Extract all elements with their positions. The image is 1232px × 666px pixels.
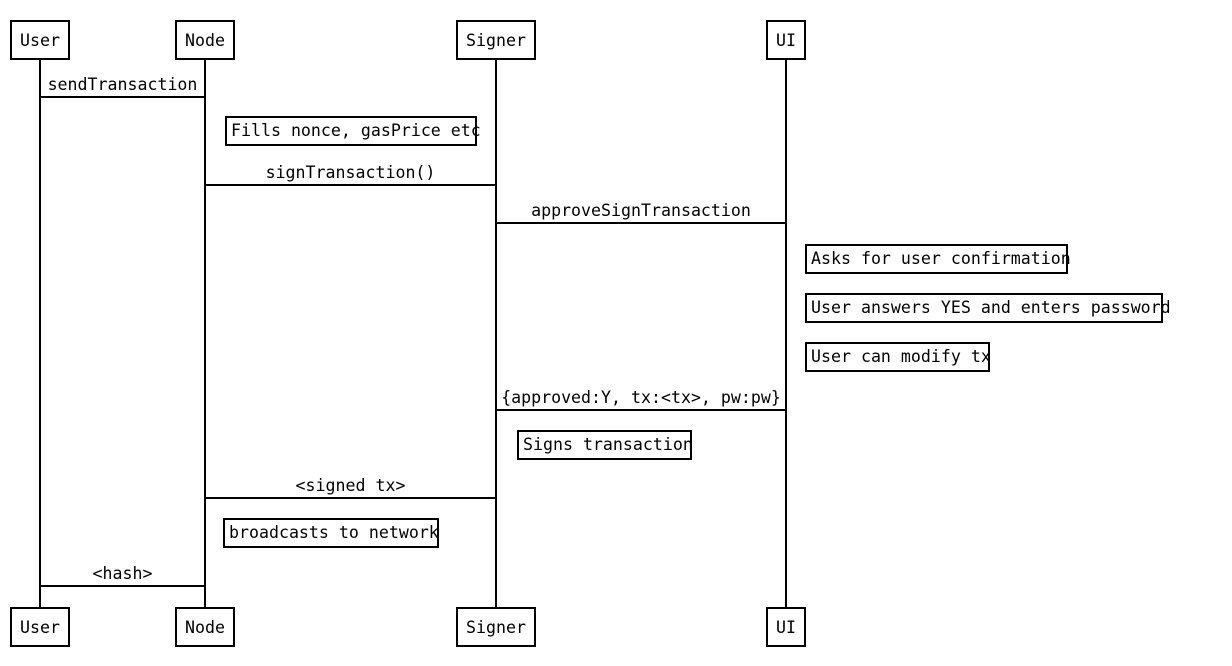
message-line-approvesigntransaction <box>495 222 787 224</box>
message-line-signtransaction <box>204 184 497 186</box>
message-label-approvesigntransaction: approveSignTransaction <box>531 201 751 220</box>
message-label-signed-tx: <signed tx> <box>295 476 406 495</box>
lifeline-signer <box>495 60 497 607</box>
message-label-hash: <hash> <box>92 564 153 583</box>
actor-box-user-bottom: User <box>10 607 70 647</box>
actor-box-node-bottom: Node <box>175 607 235 647</box>
message-label-sendtransaction: sendTransaction <box>47 75 198 94</box>
lifeline-ui <box>785 60 787 607</box>
note-fills-nonce: Fills nonce, gasPrice etc <box>225 116 481 146</box>
message-label-signtransaction: signTransaction() <box>265 163 436 182</box>
actor-box-user-top: User <box>10 20 70 60</box>
message-line-sendtransaction <box>39 96 206 98</box>
note-broadcasts-to-network: broadcasts to network <box>223 518 439 548</box>
actor-box-ui-bottom: UI <box>766 607 806 647</box>
actor-box-signer-bottom: Signer <box>456 607 536 647</box>
lifeline-node <box>204 60 206 607</box>
actor-box-ui-top: UI <box>766 20 806 60</box>
note-user-answers-yes: User answers YES and enters password <box>805 293 1171 323</box>
lifeline-user <box>39 60 41 607</box>
note-user-can-modify-tx: User can modify tx <box>805 342 991 372</box>
actor-box-signer-top: Signer <box>456 20 536 60</box>
note-asks-confirmation: Asks for user confirmation <box>805 244 1071 274</box>
message-line-approved-payload <box>495 409 787 411</box>
note-signs-transaction: Signs transaction <box>517 430 693 460</box>
message-line-hash <box>39 585 206 587</box>
actor-box-node-top: Node <box>175 20 235 60</box>
message-line-signed-tx <box>204 497 497 499</box>
message-label-approved-payload: {approved:Y, tx:<tx>, pw:pw} <box>501 388 781 407</box>
